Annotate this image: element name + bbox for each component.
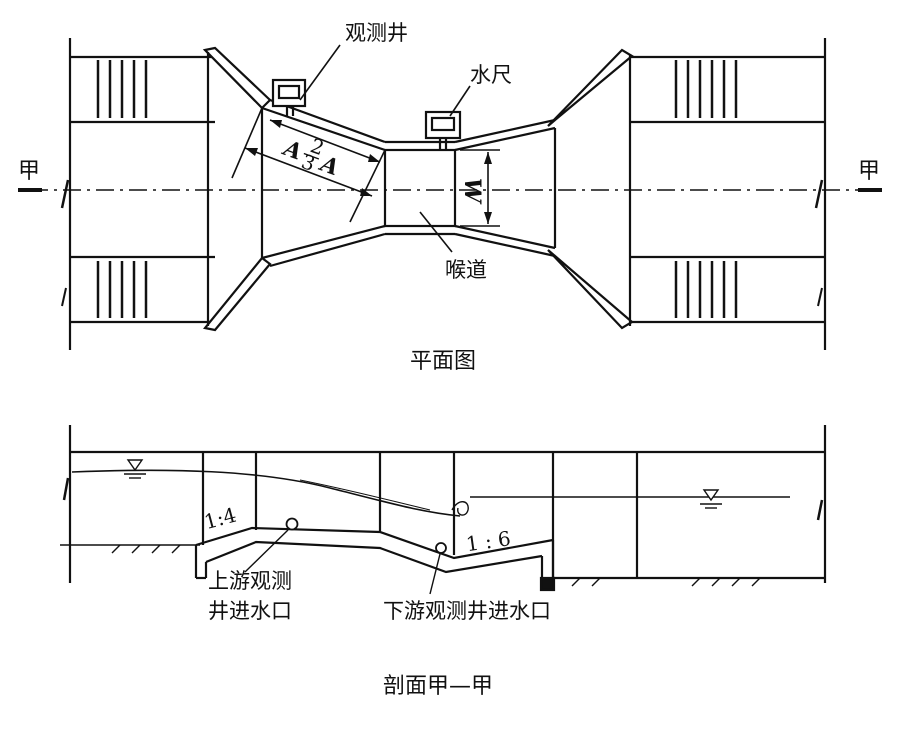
label-observation-well: 观测井 [345,21,408,45]
leader-well [299,44,341,101]
plan-left-wing-walls [202,46,272,332]
leader-upstream-intake [244,529,289,573]
section-caption: 剖面甲—甲 [383,674,493,699]
label-downstream-intake: 下游观测井进水口 [383,599,551,623]
label-upstream-intake-line2: 井进水口 [208,599,292,623]
downstream-intake-circle [435,542,447,554]
plan-left-hatch-bottom [96,261,148,318]
water-surface [71,469,790,517]
label-water-gauge: 水尺 [470,63,512,87]
slope-upstream: 1:4 [202,503,239,535]
plan-left-hatch-top [96,60,148,118]
section-mark-right: 甲 [858,159,880,184]
observation-well-symbol [271,78,307,116]
plan-exit-channel [630,55,825,324]
label-throat: 喉道 [445,258,487,282]
water-gauge-symbol [424,110,462,150]
soil-hatching [111,544,761,587]
plan-caption: 平面图 [410,349,476,374]
water-level-marker-downstream [700,489,722,509]
plan-right-wing-walls [547,48,634,330]
section-view [60,425,827,595]
flume-floor [194,526,556,592]
dimension-W-label: W [459,178,485,205]
leader-downstream-intake [429,553,441,595]
plan-right-hatch-top [674,60,738,118]
plan-throat [383,148,457,228]
plan-approach-channel [70,55,215,324]
leader-throat [419,211,453,253]
plan-right-hatch-bottom [674,261,738,318]
upstream-intake-circle [285,517,299,531]
dimension-W [460,149,500,227]
dimension-A [231,107,386,223]
plan-converging-section [261,98,386,268]
svg-text:3: 3 [298,149,318,176]
plan-view [18,38,882,350]
leader-gauge [449,85,471,117]
label-upstream-intake-line1: 上游观测 [208,569,292,593]
water-level-marker-upstream [124,459,146,479]
slope-downstream: 1 : 6 [464,526,512,556]
plan-diverging-section [454,118,557,258]
section-mark-left: 甲 [18,159,40,184]
